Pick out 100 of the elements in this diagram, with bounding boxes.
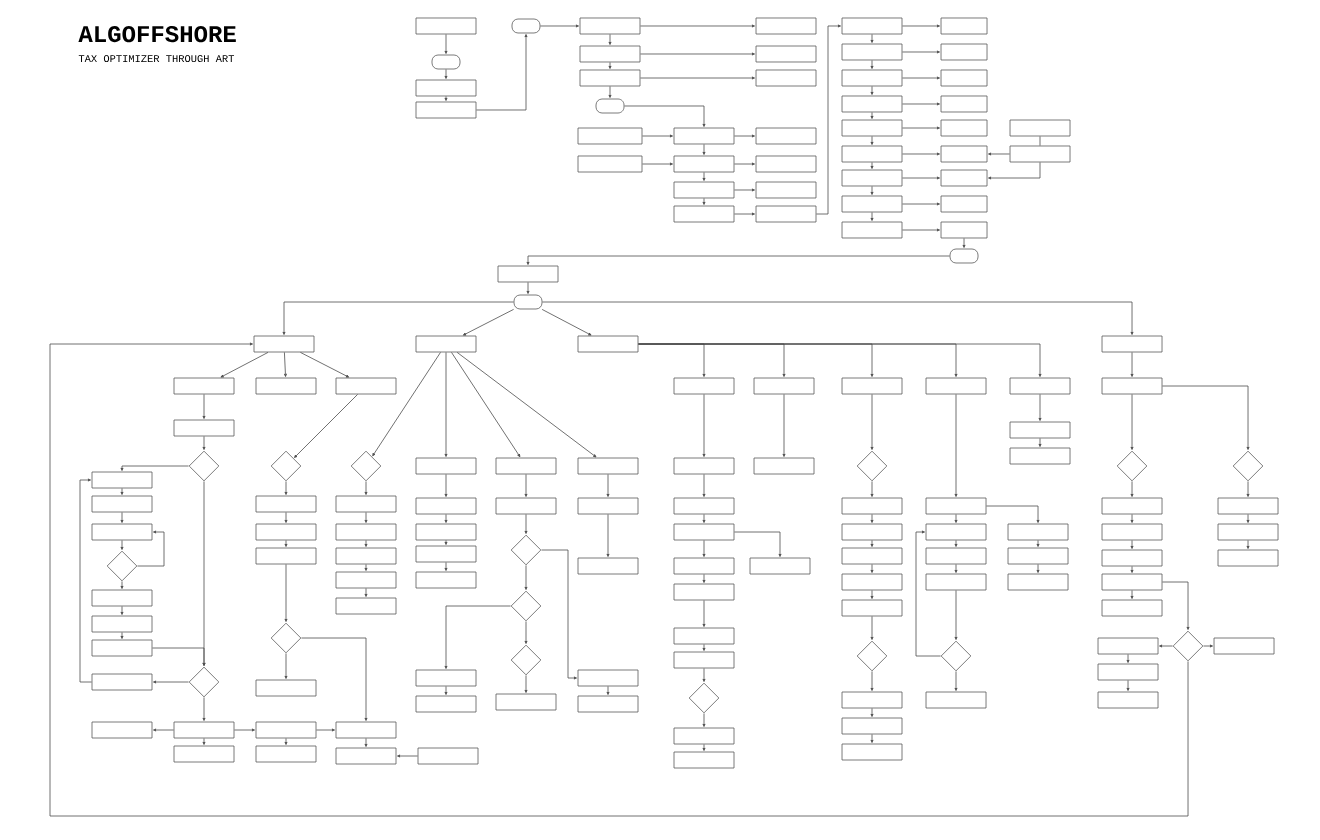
arrow — [1126, 654, 1130, 663]
arrow — [476, 34, 528, 111]
arrow — [284, 512, 288, 523]
arrow — [870, 514, 874, 523]
arrow — [120, 581, 124, 589]
arrow — [782, 394, 786, 457]
process-box — [255, 721, 317, 739]
decision-diamond — [510, 590, 542, 622]
arrow — [870, 481, 874, 497]
process-box — [841, 169, 903, 187]
arrow — [1130, 394, 1134, 450]
arrow — [137, 530, 165, 567]
process-box — [1007, 523, 1069, 541]
arrow — [816, 24, 841, 215]
process-box — [673, 583, 735, 601]
arrow — [640, 52, 755, 56]
process-box — [335, 495, 397, 513]
arrow — [734, 162, 755, 166]
arrow — [954, 514, 958, 523]
arrow — [120, 512, 124, 523]
arrow — [364, 512, 368, 523]
process-box — [173, 419, 235, 437]
process-box — [673, 497, 735, 515]
arrow — [364, 738, 368, 747]
arrow — [1203, 644, 1213, 648]
arrow — [1162, 385, 1250, 450]
arrow — [702, 394, 706, 457]
process-box — [673, 751, 735, 769]
arrow — [702, 474, 706, 497]
arrow — [702, 644, 706, 651]
arrow — [202, 436, 206, 450]
process-box — [255, 495, 317, 513]
process-box — [940, 145, 988, 163]
process-box — [841, 691, 903, 709]
arrow — [451, 352, 521, 458]
process-box — [1101, 497, 1163, 515]
process-box — [755, 45, 817, 63]
process-box — [1009, 421, 1071, 439]
process-box — [673, 651, 735, 669]
arrow — [870, 671, 874, 691]
arrow — [364, 588, 368, 597]
arrow — [962, 238, 966, 248]
arrow — [870, 734, 874, 743]
process-box — [253, 335, 315, 353]
arrow — [954, 564, 958, 573]
process-box — [91, 495, 153, 513]
process-box — [335, 523, 397, 541]
arrow — [642, 162, 673, 166]
arrow — [1246, 514, 1250, 523]
process-box — [841, 119, 903, 137]
arrow — [526, 282, 530, 294]
process-box — [1217, 523, 1279, 541]
arrow — [734, 188, 755, 192]
arrow — [444, 34, 448, 54]
arrow — [444, 352, 448, 457]
process-box — [841, 221, 903, 239]
arrow — [640, 76, 755, 80]
arrow — [870, 162, 874, 169]
arrow — [524, 514, 528, 534]
process-box — [749, 557, 811, 575]
process-box — [577, 457, 639, 475]
process-box — [673, 155, 735, 173]
process-box — [1101, 573, 1163, 591]
process-box — [415, 335, 477, 353]
process-box — [925, 377, 987, 395]
process-box — [925, 691, 987, 709]
arrow — [702, 744, 706, 751]
arrow — [870, 60, 874, 69]
process-box — [1101, 377, 1163, 395]
arrow — [1130, 566, 1134, 573]
process-box — [255, 523, 317, 541]
arrow — [870, 186, 874, 195]
process-box — [497, 265, 559, 283]
arrow — [316, 728, 335, 732]
arrow — [870, 136, 874, 145]
process-box — [841, 377, 903, 395]
process-box — [415, 101, 477, 119]
decision-diamond — [270, 622, 302, 654]
decision-diamond — [350, 450, 382, 482]
arrow — [153, 680, 189, 684]
process-box — [1097, 663, 1159, 681]
arrow — [870, 112, 874, 119]
arrow — [702, 668, 706, 682]
process-box — [755, 17, 817, 35]
arrow — [444, 605, 511, 669]
arrow — [1036, 540, 1040, 547]
arrow — [153, 728, 174, 732]
arrow — [202, 481, 206, 666]
arrow — [702, 172, 706, 181]
process-box — [495, 693, 557, 711]
decision-diamond — [1116, 450, 1148, 482]
process-box — [335, 571, 397, 589]
arrow — [702, 713, 706, 727]
arrow — [988, 152, 1010, 156]
arrow — [397, 754, 418, 758]
process-box — [91, 471, 153, 489]
arrow — [364, 540, 368, 547]
arrow — [1130, 590, 1134, 599]
process-box — [173, 745, 235, 763]
process-box — [1101, 335, 1163, 353]
